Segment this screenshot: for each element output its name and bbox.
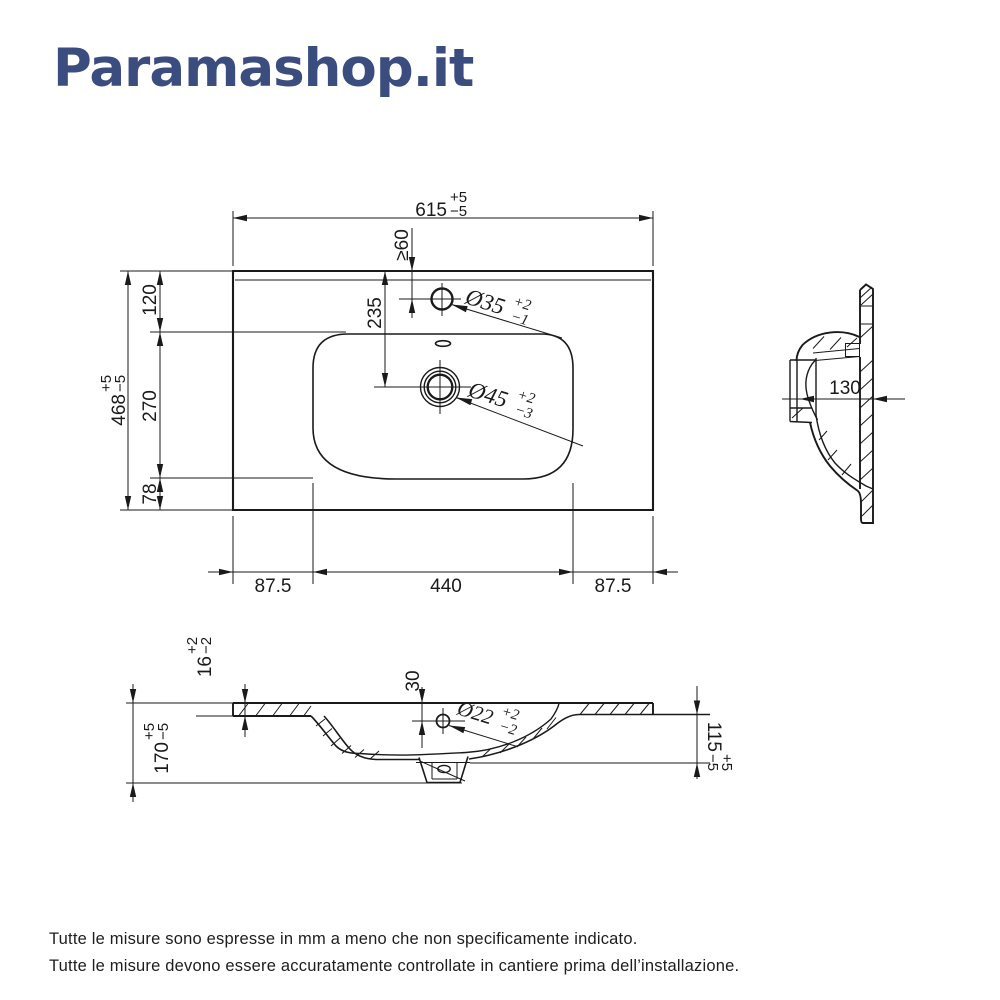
footer-note-2: Tutte le misure devono essere accuratame… xyxy=(49,957,740,975)
hatch-lines xyxy=(860,287,873,516)
drain-dia-value: Ø45 xyxy=(465,377,511,413)
plan-view: 615 +5 −5 ≥60 235 xyxy=(98,189,678,597)
dim-depth-segments: 120 270 78 xyxy=(140,271,346,510)
drain-dia-minus: −3 xyxy=(513,402,535,422)
overflow-channel-tab xyxy=(846,344,860,357)
countertop-outline xyxy=(233,271,653,510)
dim-depth-total: 468 +5 −5 xyxy=(98,271,233,510)
hatch-lines xyxy=(239,704,649,760)
dim-tap-offset: 235 xyxy=(365,271,389,387)
dim-basin-height-value: 115 xyxy=(703,722,724,752)
dim-width-segments: 87.5 440 87.5 xyxy=(208,483,678,597)
dim-overflow-offset-value: 30 xyxy=(403,670,424,691)
dim-rim-thickness-plus: +2 xyxy=(184,637,201,654)
dim-basin-height: 115 +5 −5 xyxy=(470,686,735,779)
wall-plate xyxy=(860,285,873,524)
dim-basin-height-minus: −5 xyxy=(704,754,721,771)
dim-overflow-offset: 30 xyxy=(403,670,426,748)
dim-tap-offset-value: 235 xyxy=(365,297,386,329)
front-profile xyxy=(233,703,710,760)
overflow-hole xyxy=(412,708,465,734)
footer-note-1: Tutte le misure sono espresse in mm a me… xyxy=(49,930,638,948)
tap-hole-dia-minus: −1 xyxy=(509,309,531,329)
dim-basin-height-plus: +5 xyxy=(718,754,735,771)
dim-depth-total-plus: +5 xyxy=(98,375,115,392)
leader-drain-hole: Ø45 +2 −3 xyxy=(456,377,583,446)
dim-side-depth: 130 xyxy=(782,378,905,403)
dim-seg-87-right: 87.5 xyxy=(595,576,632,597)
dim-back-clearance-value: ≥60 xyxy=(392,229,413,261)
hatch-lines xyxy=(792,337,857,476)
dim-width-total-plus: +5 xyxy=(450,189,467,206)
side-profile xyxy=(790,332,873,503)
dim-side-depth-value: 130 xyxy=(829,378,861,399)
basin-outline xyxy=(313,334,573,479)
front-section-view: Ø22 +2 −2 30 16 xyxy=(126,637,735,802)
tap-hole-dia-plus: +2 xyxy=(511,294,533,315)
overflow-dia-plus: +2 xyxy=(499,704,521,725)
dim-total-height-value: 170 xyxy=(152,742,173,774)
dim-seg-87-left: 87.5 xyxy=(255,576,292,597)
overflow-dia-minus: −2 xyxy=(497,719,519,740)
dim-depth-total-minus: −5 xyxy=(112,375,129,392)
dim-width-total-value: 615 xyxy=(415,200,447,221)
footer-notes: Tutte le misure sono espresse in mm a me… xyxy=(49,926,949,980)
side-view: 130 xyxy=(782,285,905,524)
leader-tap-hole: Ø35 +2 −1 xyxy=(452,284,563,338)
dim-width-total-minus: −5 xyxy=(450,203,467,220)
dim-total-height: 170 +5 −5 xyxy=(126,684,462,802)
front-rim-block xyxy=(790,358,816,423)
brand-logo: Paramashop.it xyxy=(53,38,474,99)
dim-seg-78: 78 xyxy=(140,483,161,504)
dim-rim-thickness: 16 +2 −2 xyxy=(184,637,249,737)
dim-rim-thickness-minus: −2 xyxy=(198,637,215,654)
overflow-dia-value: Ø22 xyxy=(454,696,497,730)
leader-overflow-hole: Ø22 +2 −2 xyxy=(449,696,521,747)
dim-depth-total-value: 468 xyxy=(109,394,130,426)
dim-width-total: 615 +5 −5 xyxy=(233,189,653,266)
dim-seg-270: 270 xyxy=(140,390,161,422)
dim-seg-440: 440 xyxy=(430,576,462,597)
drain-dia-plus: +2 xyxy=(515,387,537,408)
dim-rim-thickness-value: 16 xyxy=(195,656,216,677)
dim-back-clearance: ≥60 xyxy=(392,228,416,318)
drain-boss xyxy=(416,757,470,783)
dim-total-height-minus: −5 xyxy=(155,723,172,740)
dim-total-height-plus: +5 xyxy=(141,723,158,740)
overflow-slot xyxy=(436,341,451,347)
tap-hole-dia-value: Ø35 xyxy=(462,284,508,320)
tap-hole xyxy=(399,283,461,316)
drain-hole xyxy=(374,360,471,414)
dim-seg-120: 120 xyxy=(140,284,161,316)
